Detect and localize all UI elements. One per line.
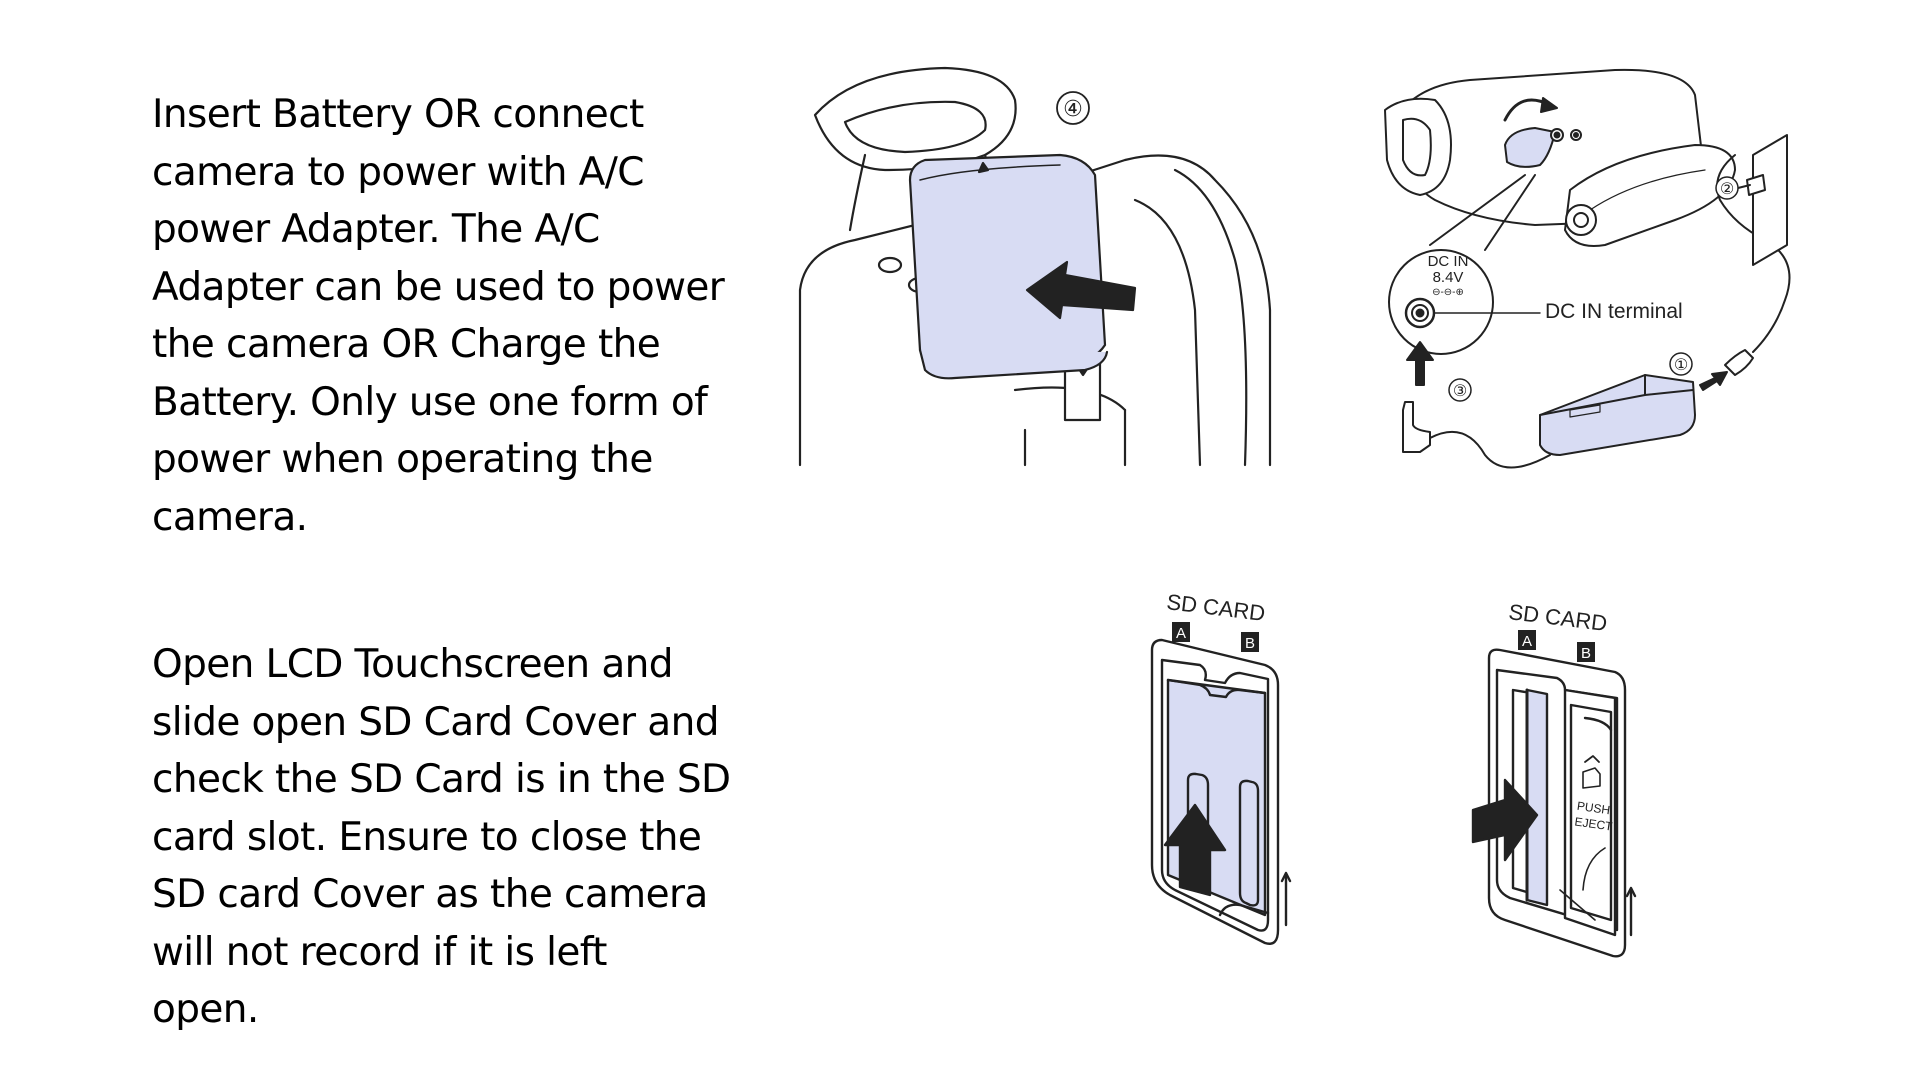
step-3-label: ③ [1453,383,1467,400]
dc-in-terminal-label: DC IN terminal [1545,300,1683,323]
instruction-line: Insert Battery OR connect [152,92,644,137]
push-label: PUSH [1576,799,1611,818]
sd-card-insert-illustration: SD CARD A B PUSH EJECT [1465,590,1655,970]
slot-b-label: B [1581,645,1591,662]
instruction-line: camera to power with A/C [152,149,645,195]
slot-a-label: A [1176,625,1186,642]
battery-insert-illustration: ④ [795,60,1285,470]
instruction-line: the camera OR Charge the [152,322,661,367]
slot-b-label: B [1245,635,1255,652]
dc-in-voltage-label: 8.4V [1433,269,1464,286]
dc-in-jack-label: DC IN [1428,253,1469,270]
instruction-line: slide open SD Card Cover and [152,699,719,745]
step-4-label: ④ [1063,96,1083,121]
instruction-line: Open LCD Touchscreen and [152,642,674,687]
dc-in-polarity-label: ⊖-⊖-⊕ [1432,287,1464,298]
instruction-line: open. [152,987,259,1032]
instruction-line: SD card Cover as the camera [152,872,708,917]
instruction-line: Adapter can be used to power [152,264,725,310]
instruction-line: will not record if it is left [152,929,607,975]
instruction-line: Battery. Only use one form of [152,379,708,425]
instruction-line: power Adapter. The A/C [152,207,600,252]
sd-card-title: SD CARD [1165,589,1266,626]
sd-card-instruction: Open LCD Touchscreen and slide open SD C… [152,636,772,1039]
sd-card-cover-open-illustration: SD CARD A B [1130,575,1310,955]
dc-in-illustration: DC IN 8.4V ⊖-⊖-⊕ DC IN terminal ③ ① ② [1375,60,1815,490]
instruction-line: camera. [152,494,308,540]
eject-label: EJECT [1574,814,1614,833]
step-1-label: ① [1674,357,1688,374]
step-2-label: ② [1720,181,1734,198]
instruction-line: check the SD Card is in the SD [152,757,731,802]
instruction-line: power when operating the [152,437,653,482]
battery-power-instruction: Insert Battery OR connect camera to powe… [152,86,772,546]
instruction-line: card slot. Ensure to close the [152,814,702,860]
slot-a-label: A [1522,633,1532,650]
